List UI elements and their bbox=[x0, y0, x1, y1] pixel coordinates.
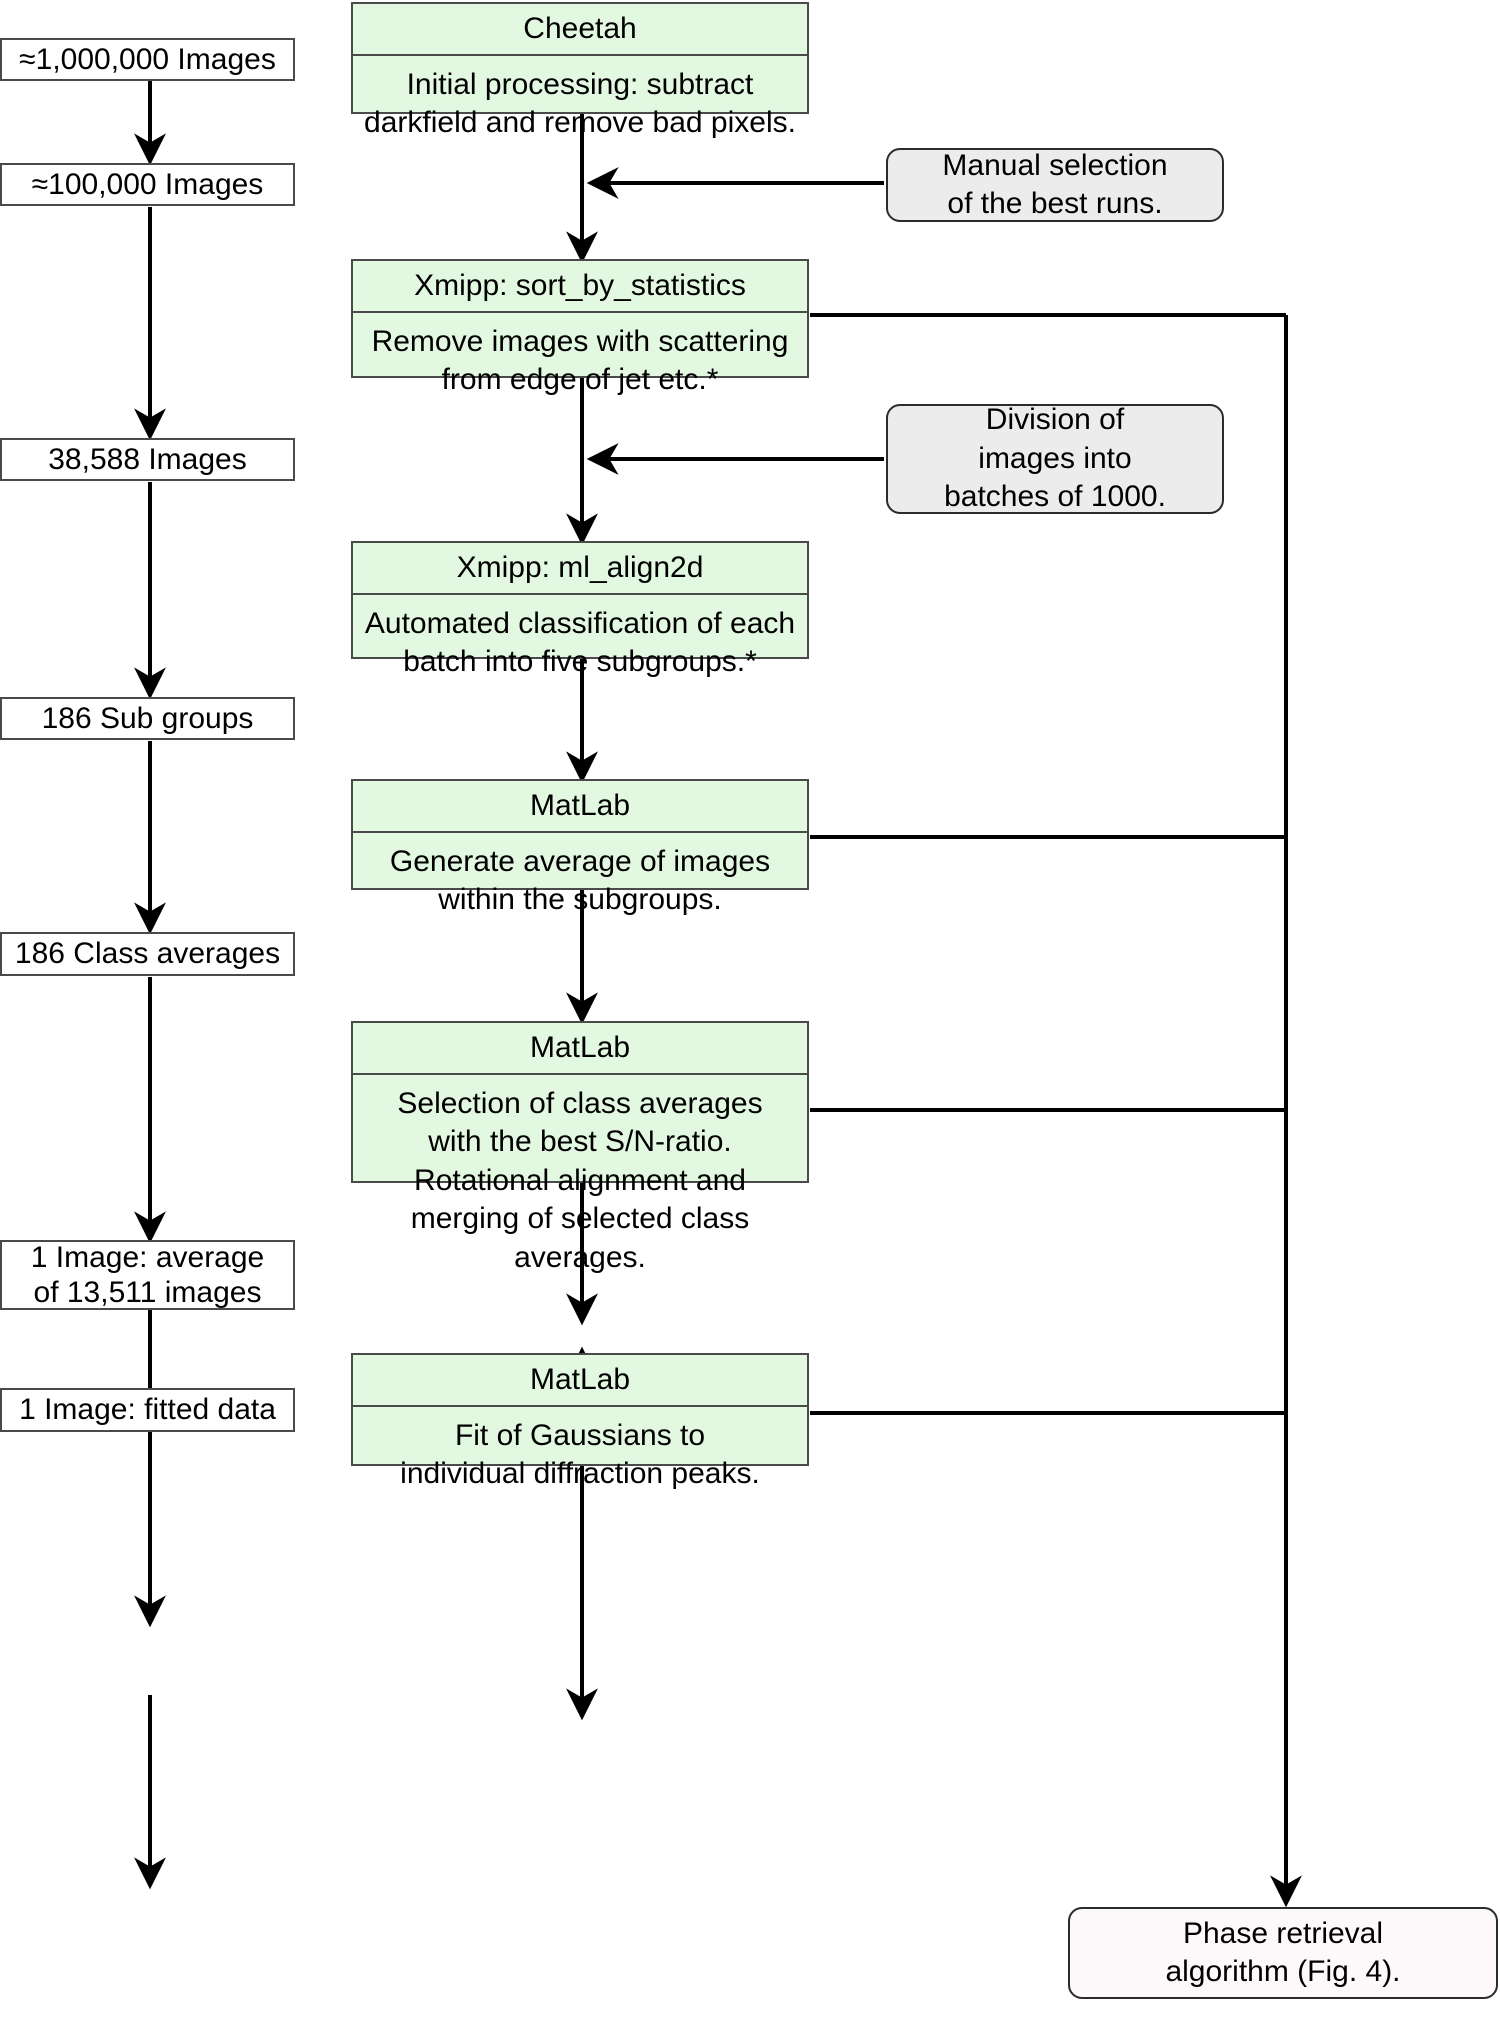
data-box-subgroups-186: 186 Sub groups bbox=[0, 697, 295, 740]
data-box-images-38588: 38,588 Images bbox=[0, 438, 295, 481]
process-box-matlab-generate-average: MatLab Generate average of images within… bbox=[351, 779, 809, 916]
process-box-ml-align2d: Xmipp: ml_align2d Automated classificati… bbox=[351, 541, 809, 678]
note-division-into-batches: Division of images into batches of 1000. bbox=[886, 403, 1224, 514]
process-body: Initial processing: subtract darkfield a… bbox=[364, 68, 796, 140]
process-body: Generate average of images within the su… bbox=[389, 845, 771, 917]
note-label: Division of images into batches of 1000. bbox=[944, 403, 1166, 514]
data-box-average-image: 1 Image: average of 13,511 images bbox=[0, 1240, 295, 1310]
process-box-sort-by-statistics: Xmipp: sort_by_statistics Remove images … bbox=[351, 259, 809, 396]
data-box-fitted-data: 1 Image: fitted data bbox=[0, 1388, 295, 1432]
data-box-images-100000: ≈100,000 Images bbox=[0, 163, 295, 206]
data-box-label: 186 Class averages bbox=[14, 937, 281, 971]
process-body: Selection of class averages with the bes… bbox=[397, 1087, 763, 1274]
data-box-label: ≈1,000,000 Images bbox=[19, 42, 276, 76]
data-box-label: ≈100,000 Images bbox=[31, 167, 264, 201]
process-title: Xmipp: ml_align2d bbox=[353, 543, 807, 595]
process-title: Xmipp: sort_by_statistics bbox=[353, 261, 807, 313]
data-box-label: 1 Image: average of 13,511 images bbox=[30, 1240, 265, 1309]
process-title: Cheetah bbox=[353, 4, 807, 56]
data-box-label: 186 Sub groups bbox=[41, 701, 254, 735]
process-title: MatLab bbox=[353, 781, 807, 833]
data-box-class-averages-186: 186 Class averages bbox=[0, 932, 295, 976]
process-body: Automated classification of each batch i… bbox=[364, 607, 796, 679]
data-box-images-1000000: ≈1,000,000 Images bbox=[0, 38, 295, 81]
process-body: Fit of Gaussians to individual diffracti… bbox=[400, 1419, 760, 1491]
data-box-label: 38,588 Images bbox=[48, 442, 247, 476]
outcome-label: Phase retrieval algorithm (Fig. 4). bbox=[1165, 1916, 1401, 1988]
process-title: MatLab bbox=[353, 1355, 807, 1407]
process-title: MatLab bbox=[353, 1023, 807, 1075]
process-box-matlab-selection-merge: MatLab Selection of class averages with … bbox=[351, 1021, 809, 1274]
process-box-matlab-fit-gaussians: MatLab Fit of Gaussians to individual di… bbox=[351, 1353, 809, 1490]
note-label: Manual selection of the best runs. bbox=[942, 148, 1168, 220]
data-box-label: 1 Image: fitted data bbox=[19, 1393, 276, 1427]
outcome-box-phase-retrieval: Phase retrieval algorithm (Fig. 4). bbox=[1068, 1907, 1498, 1999]
process-body: Remove images with scattering from edge … bbox=[371, 325, 789, 397]
process-box-cheetah: Cheetah Initial processing: subtract dar… bbox=[351, 2, 809, 139]
note-manual-selection: Manual selection of the best runs. bbox=[886, 148, 1224, 222]
